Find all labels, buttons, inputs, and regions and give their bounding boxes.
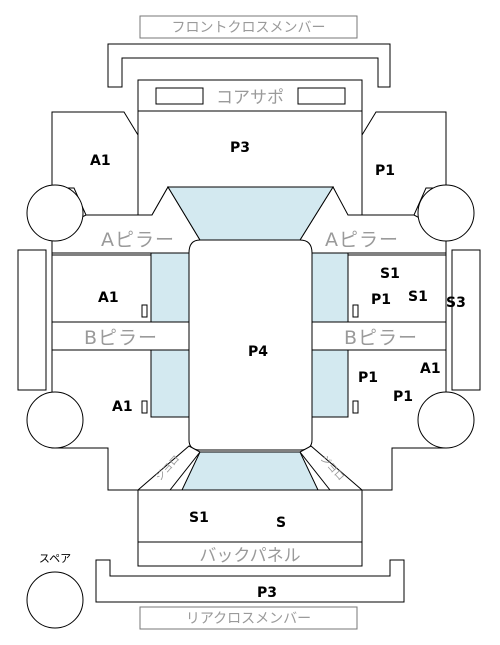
right-b-pillar-label: Bピラー (344, 327, 418, 349)
rear-window[interactable] (181, 451, 319, 491)
right-rear-window[interactable] (310, 349, 349, 418)
grade-front-center: P3 (230, 140, 250, 156)
spare-label: スペア (39, 552, 71, 565)
grade-right-rear-door-left: P1 (358, 370, 378, 386)
rear-cross-member-box (139, 606, 358, 630)
grade-left-rear-door: A1 (112, 399, 133, 415)
front-cross-member-box (139, 15, 358, 39)
left-a-pillar-label: Aピラー (101, 229, 175, 251)
grade-trunk-left: S1 (189, 510, 209, 526)
front-cross-member-label: フロントクロスメンバー (172, 20, 326, 36)
grade-right-front-door-side: S1 (408, 289, 428, 305)
right-b-pillar[interactable] (310, 321, 447, 351)
wheel-front-right[interactable] (417, 184, 475, 242)
right-front-door-handle (352, 304, 359, 318)
right-rear-door-handle (352, 400, 359, 414)
grade-front-right: P1 (375, 163, 395, 179)
back-panel-label: バックパネル (199, 546, 300, 566)
trunk[interactable] (137, 489, 363, 543)
rear-bumper[interactable] (95, 559, 405, 603)
grade-right-side-sill: S3 (446, 295, 466, 311)
core-support-label: コアサポ (216, 88, 284, 108)
left-front-window[interactable] (150, 252, 190, 323)
left-b-pillar-label: Bピラー (84, 327, 158, 349)
wheel-rear-right[interactable] (417, 391, 475, 449)
right-side-sill[interactable] (451, 249, 481, 391)
left-headlight (155, 87, 204, 105)
grade-front-left: A1 (90, 153, 111, 169)
spare-tire[interactable] (26, 571, 84, 629)
left-front-door-handle (141, 304, 148, 318)
wheel-front-left[interactable] (26, 184, 84, 242)
left-side-sill[interactable] (17, 249, 47, 391)
grade-right-rear-door-right: A1 (420, 361, 441, 377)
left-rear-window[interactable] (150, 349, 190, 418)
front-bumper (107, 43, 391, 88)
grade-right-front-door-mid: P1 (371, 292, 391, 308)
right-headlight (297, 87, 346, 105)
wheel-rear-left[interactable] (26, 391, 84, 449)
right-a-pillar-label: Aピラー (325, 229, 399, 251)
grade-right-rear-door-low: P1 (393, 389, 413, 405)
grade-roof: P4 (248, 344, 268, 360)
left-rear-door-handle (141, 400, 148, 414)
roof[interactable] (188, 239, 313, 451)
rear-cross-member-label: リアクロスメンバー (186, 611, 311, 627)
grade-left-front-door: A1 (98, 290, 119, 306)
left-b-pillar[interactable] (51, 321, 190, 351)
grade-rear-member: P3 (257, 585, 277, 601)
back-panel[interactable] (137, 541, 363, 567)
grade-right-front-door-top: S1 (380, 266, 400, 282)
right-front-window[interactable] (310, 252, 349, 323)
grade-trunk-right: S (276, 515, 286, 531)
